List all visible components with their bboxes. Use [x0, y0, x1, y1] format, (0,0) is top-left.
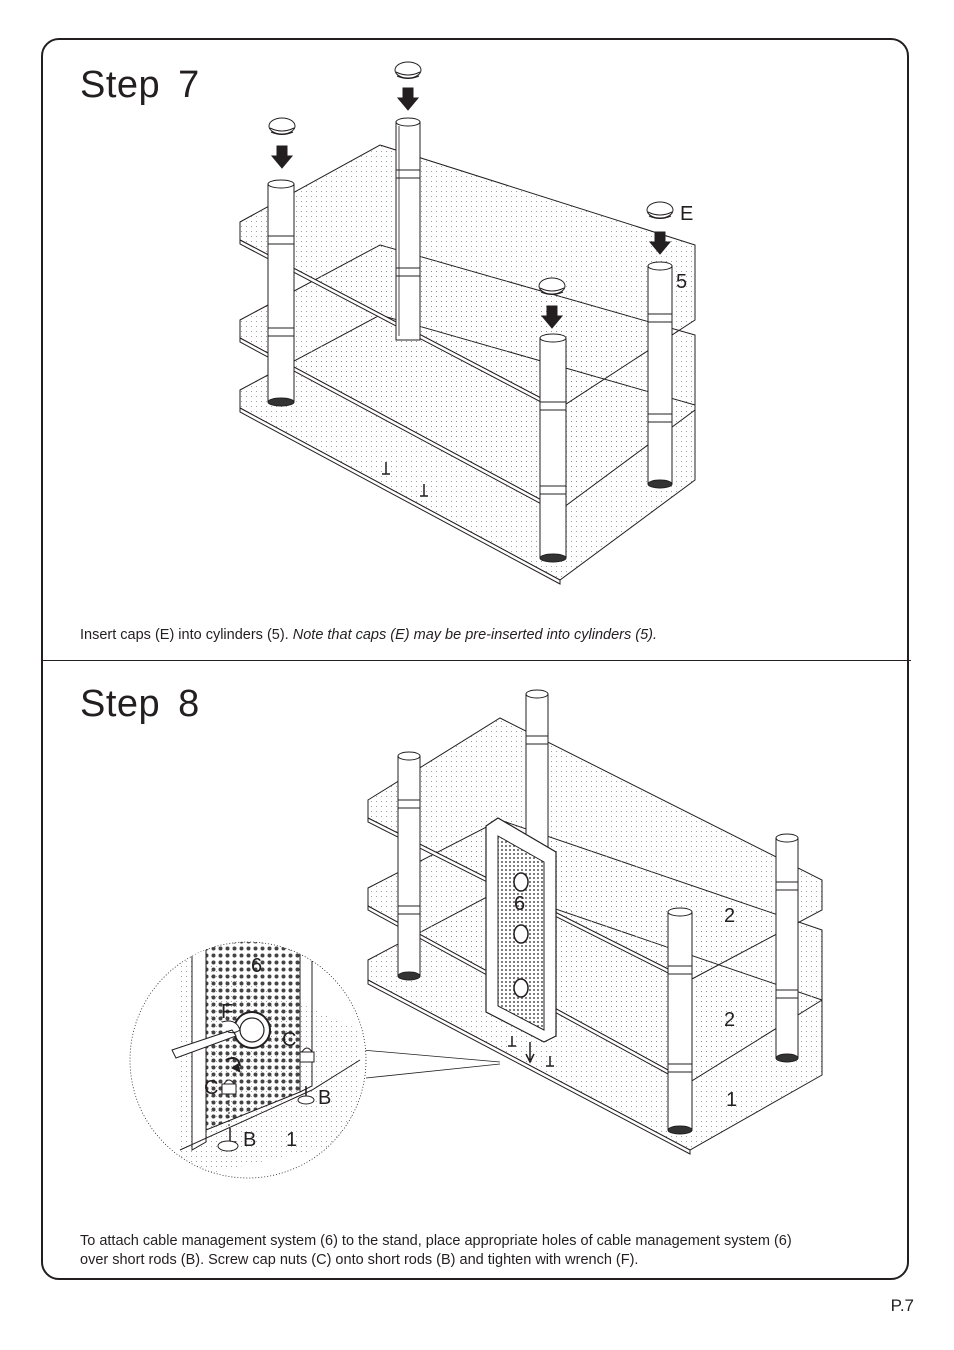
detail-magnifier	[129, 941, 367, 1179]
cap-e-4	[538, 277, 566, 295]
short-rod-2	[420, 484, 428, 497]
cylinder-front-right	[667, 907, 693, 1135]
label-cap-e: E	[680, 203, 693, 225]
cable-management-panel	[485, 817, 557, 1043]
short-rod-1	[382, 462, 390, 475]
step-8-illustration	[129, 689, 823, 1179]
detail-label-panel-6: 6	[251, 955, 262, 977]
short-rod-1	[508, 1036, 516, 1047]
cylinder-front-left	[397, 751, 421, 981]
cylinder-back-right	[647, 261, 673, 489]
detail-label-base-1: 1	[286, 1129, 297, 1151]
step-8-number: 8	[178, 683, 200, 725]
step-7-illustration	[239, 61, 696, 585]
label-shelf-2-middle: 2	[724, 1009, 735, 1031]
cap-nut-c-right	[299, 1047, 315, 1063]
detail-label-rod-b-right: B	[318, 1087, 331, 1109]
detail-label-cap-nut-c-right: C	[282, 1029, 296, 1051]
arrow-down-icon	[525, 1042, 535, 1064]
detail-label-wrench-f: F	[221, 1001, 233, 1023]
short-rod-2	[546, 1056, 554, 1067]
cap-e-1	[394, 61, 422, 79]
step-8-word: Step	[80, 683, 161, 725]
page-number: P.7	[890, 1296, 914, 1315]
page-frame	[41, 38, 909, 1280]
step-7-title: Step 7	[80, 64, 200, 107]
cylinder-back-left	[395, 117, 421, 341]
step-8-caption-line-2: over short rods (B). Screw cap nuts (C) …	[80, 1252, 639, 1268]
arrow-down-icon	[396, 87, 420, 111]
cap-e-3	[646, 201, 674, 219]
cap-nut-c-left	[221, 1079, 237, 1095]
step-8-title: Step 8	[80, 683, 200, 726]
step-7-caption-note: Note that caps (E) may be pre-inserted i…	[292, 627, 658, 643]
step-8-caption-line-1: To attach cable management system (6) to…	[80, 1233, 792, 1249]
step-8-caption: To attach cable management system (6) to…	[80, 1232, 792, 1270]
step-7-caption: Insert caps (E) into cylinders (5). Note…	[80, 626, 657, 645]
wrench-icon	[171, 1020, 241, 1059]
label-shelf-1-bottom: 1	[726, 1089, 737, 1111]
arrow-down-icon	[648, 231, 672, 255]
label-cylinder-5: 5	[676, 271, 687, 293]
cylinder-back-right	[775, 833, 799, 1063]
label-shelf-2-top: 2	[724, 905, 735, 927]
cap-e-2	[268, 117, 296, 135]
detail-label-rod-b-left: B	[243, 1129, 256, 1151]
arrow-down-icon	[540, 305, 564, 329]
arrow-down-icon	[270, 145, 294, 169]
step-7-number: 7	[178, 64, 200, 106]
label-panel-6: 6	[514, 893, 525, 915]
cylinder-front-left	[267, 179, 295, 407]
step-7-word: Step	[80, 64, 161, 106]
step-divider	[41, 660, 911, 661]
detail-label-cap-nut-c-left: C	[204, 1077, 218, 1099]
cylinder-front-right	[539, 333, 567, 563]
step-7-caption-text: Insert caps (E) into cylinders (5).	[80, 627, 293, 643]
